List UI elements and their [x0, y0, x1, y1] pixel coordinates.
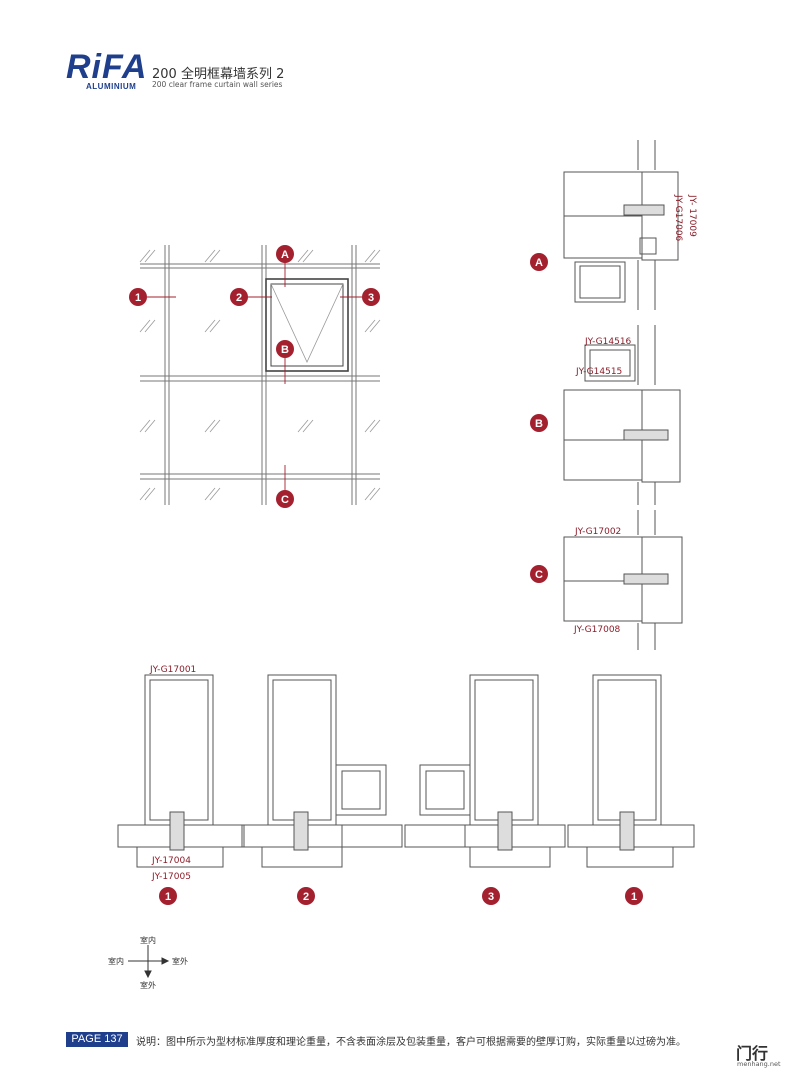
svg-text:A: A [535, 257, 543, 269]
marker-2-plan: 2 [297, 887, 315, 905]
section-c-detail [563, 510, 683, 650]
orientation-indicator [128, 945, 170, 979]
marker-2-elevation: 2 [230, 288, 248, 306]
marker-3-elevation: 3 [362, 288, 380, 306]
svg-text:C: C [535, 569, 543, 581]
label-jy-17004: JY-17004 [151, 856, 191, 866]
label-jy-g14516: JY-G14516 [584, 337, 632, 347]
svg-text:2: 2 [236, 292, 242, 304]
section-a-detail [563, 140, 679, 310]
label-jy-17005: JY-17005 [151, 872, 191, 882]
label-jy-g17002: JY-G17002 [574, 527, 621, 537]
page-number: PAGE 137 [66, 1032, 128, 1047]
svg-text:B: B [281, 344, 289, 356]
marker-1-plan-left: 1 [159, 887, 177, 905]
label-jy-g17001: JY-G17001 [149, 665, 196, 675]
orientation-top-label: 室内 [140, 935, 156, 945]
label-jy-g14515: JY-G14515 [575, 367, 622, 377]
orientation-right-label: 室外 [172, 956, 188, 966]
svg-text:2: 2 [303, 891, 309, 903]
marker-c-elevation: C [276, 490, 294, 508]
marker-b-section: B [530, 414, 548, 432]
page-subtitle: 200 clear frame curtain wall series [152, 80, 283, 89]
svg-text:1: 1 [165, 891, 171, 903]
brand-watermark: 门行 [736, 1044, 769, 1063]
svg-text:1: 1 [135, 292, 141, 304]
marker-a-elevation: A [276, 245, 294, 263]
page-title: 200 全明框幕墙系列 2 [152, 67, 285, 82]
label-jy-g17006: JY-G17006 [673, 194, 683, 242]
section-b-detail [563, 325, 681, 505]
orientation-left-label: 室内 [108, 956, 124, 966]
plan-sections-drawing [117, 674, 695, 868]
company-logo: RiFA [66, 48, 148, 86]
elevation-drawing [139, 245, 381, 505]
marker-a-section: A [530, 253, 548, 271]
orientation-bottom-label: 室外 [140, 980, 156, 990]
marker-b-elevation: B [276, 340, 294, 358]
label-jy-17009: JY- 17009 [687, 194, 697, 237]
marker-1-plan-right: 1 [625, 887, 643, 905]
footer-note: 说明：图中所示为型材标准厚度和理论重量，不含表面涂层及包装重量，客户可根据需要的… [136, 1037, 686, 1048]
marker-1-elevation: 1 [129, 288, 147, 306]
svg-text:3: 3 [488, 891, 494, 903]
brand-url: menhang.net [737, 1060, 781, 1068]
marker-c-section: C [530, 565, 548, 583]
svg-text:A: A [281, 249, 289, 261]
svg-text:3: 3 [368, 292, 374, 304]
marker-3-plan: 3 [482, 887, 500, 905]
svg-text:B: B [535, 418, 543, 430]
label-jy-g17008: JY-G17008 [573, 625, 621, 635]
company-logo-subtitle: ALUMINIUM [86, 82, 137, 91]
svg-text:C: C [281, 494, 289, 506]
svg-text:1: 1 [631, 891, 637, 903]
